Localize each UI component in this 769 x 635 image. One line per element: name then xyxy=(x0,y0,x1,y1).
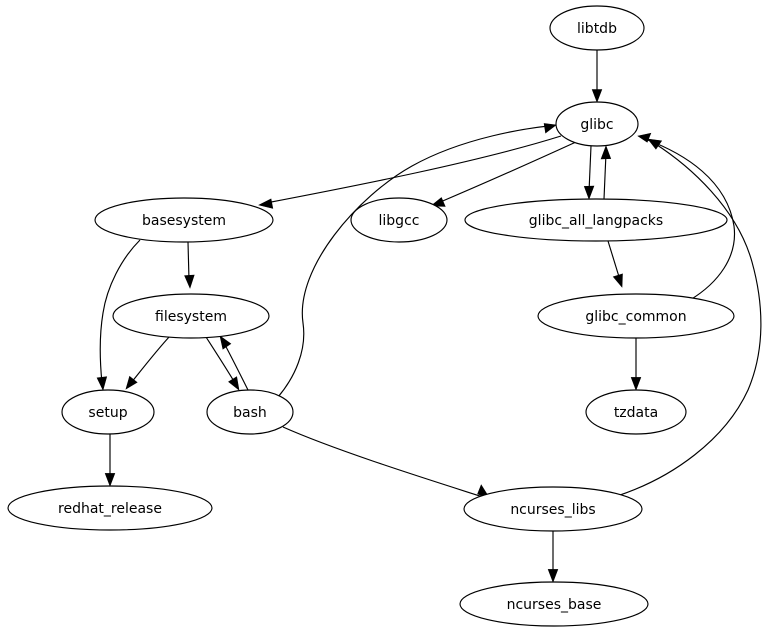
edge-glibc-basesystem[interactable] xyxy=(258,135,562,209)
node-layer: libtdb glibc basesystem libgcc glibc_all… xyxy=(7,5,735,627)
node-libgcc[interactable]: libgcc xyxy=(350,197,448,243)
edge-glibc_common-glibc[interactable] xyxy=(637,132,736,301)
edge-bash-ncurses_libs[interactable] xyxy=(282,426,491,500)
edge-ncurses_libs-glibc[interactable] xyxy=(616,138,762,497)
edge-glibc-libgcc[interactable] xyxy=(430,141,577,207)
node-setup[interactable]: setup xyxy=(61,389,155,435)
node-glibc_all_langpacks[interactable]: glibc_all_langpacks xyxy=(464,198,728,242)
edge-filesystem-bash[interactable] xyxy=(205,336,240,391)
node-tzdata[interactable]: tzdata xyxy=(585,389,687,435)
edge-basesystem-filesystem[interactable] xyxy=(184,241,195,289)
edge-libtdb-glibc[interactable] xyxy=(591,50,603,103)
edge-glibc_all_langpacks-glibc_common[interactable] xyxy=(607,240,623,288)
edge-setup-redhat_release[interactable] xyxy=(104,434,116,487)
edge-ncurses_libs-ncurses_base[interactable] xyxy=(547,531,559,583)
node-filesystem[interactable]: filesystem xyxy=(112,293,270,339)
node-libtdb[interactable]: libtdb xyxy=(549,5,645,51)
node-ncurses_libs[interactable]: ncurses_libs xyxy=(463,486,643,532)
edge-bash-filesystem[interactable] xyxy=(219,335,249,391)
edge-layer xyxy=(96,50,762,583)
node-ncurses_base[interactable]: ncurses_base xyxy=(459,581,649,627)
edge-glibc-glibc_all_langpacks[interactable] xyxy=(583,145,595,200)
edge-glibc_common-tzdata[interactable] xyxy=(630,338,642,391)
edge-filesystem-setup[interactable] xyxy=(125,335,171,390)
edge-bash-glibc[interactable] xyxy=(277,123,557,398)
node-glibc[interactable]: glibc xyxy=(555,101,639,147)
node-basesystem[interactable]: basesystem xyxy=(94,197,274,243)
node-bash[interactable]: bash xyxy=(206,389,294,435)
edge-basesystem-setup[interactable] xyxy=(96,239,141,391)
node-glibc_common[interactable]: glibc_common xyxy=(537,293,735,339)
node-redhat_release[interactable]: redhat_release xyxy=(7,485,213,531)
edge-glibc_all_langpacks-glibc[interactable] xyxy=(600,145,612,200)
